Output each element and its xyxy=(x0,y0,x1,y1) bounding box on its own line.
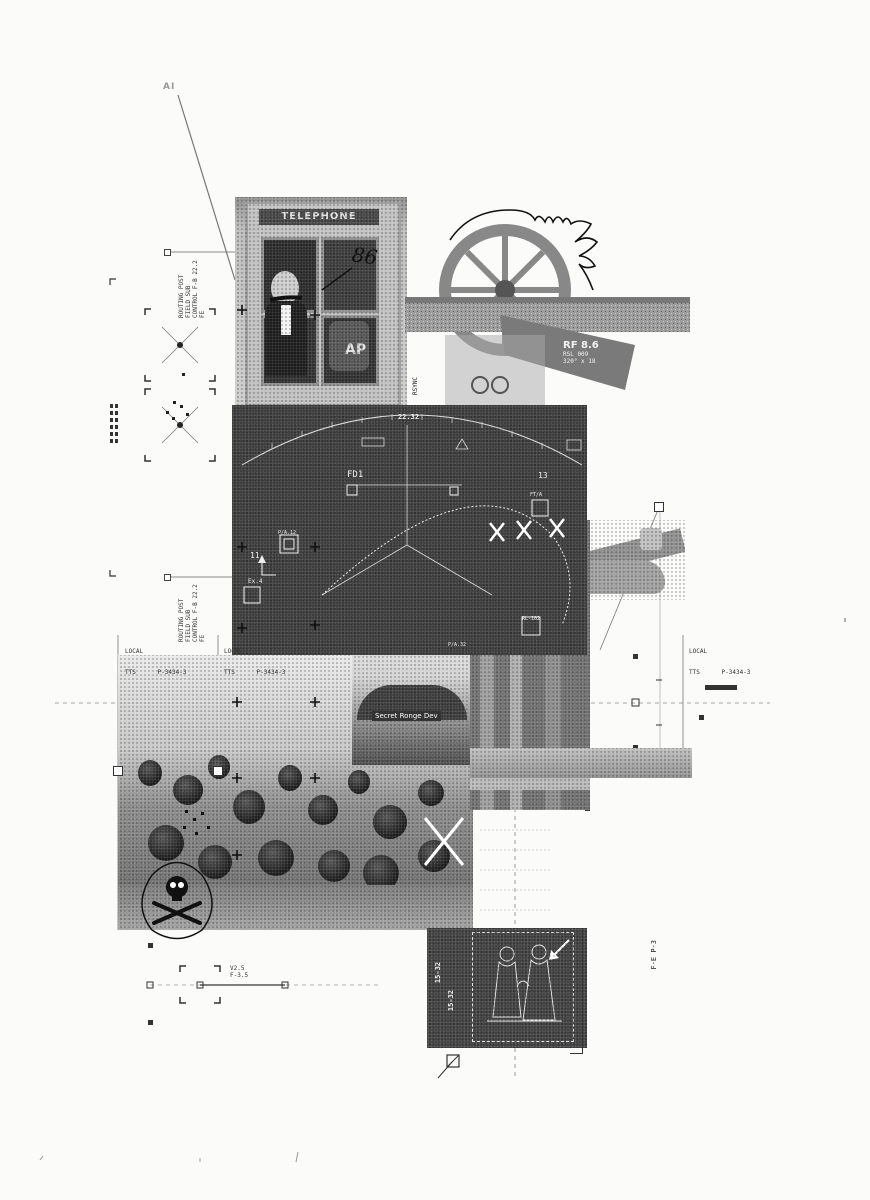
hud-top-number: 22.32 xyxy=(398,413,420,421)
statue-arrow-icon xyxy=(549,939,570,960)
hud-lock-label: RL-102 xyxy=(522,616,541,622)
hud-right-readout: P/A.32 xyxy=(448,642,467,648)
rf-line1: RSL 009 xyxy=(563,351,589,358)
dashed-grid xyxy=(480,829,550,911)
local-label-2-line1: LOCAL xyxy=(224,648,243,655)
arm-square-marker xyxy=(654,502,664,512)
booth-scribbles xyxy=(269,267,353,302)
leader-dot-b xyxy=(164,574,171,581)
local-label-3: LOCAL TTS P-3434-3 xyxy=(689,634,750,683)
local-label-3-line1: LOCAL xyxy=(689,648,708,655)
hud-right-number: 13 xyxy=(538,471,548,480)
frame-marker-left xyxy=(113,766,123,776)
telephone-sign: TELEPHONE xyxy=(259,209,379,225)
statue-frame-bracket xyxy=(570,928,583,1054)
skull-crossbones-icon xyxy=(141,861,213,940)
wheel-machine-illustration xyxy=(405,209,690,425)
local-label-2-line2: TTS P-3434-3 xyxy=(224,669,286,676)
statue-photo-frame xyxy=(427,928,587,1048)
hud-arrow-label: 11 xyxy=(250,551,260,560)
scale-label-1: V2.5 xyxy=(230,965,245,972)
scale-label-2: F-3.5 xyxy=(230,972,249,979)
hud-target-1: P/A.12 xyxy=(278,530,297,536)
rf-line2: 320° x 18 xyxy=(563,358,596,365)
frame-marker-mid xyxy=(213,766,223,776)
statue-side-label-1: 15-32 xyxy=(434,962,442,984)
hud-target-2: Ex.4 xyxy=(248,578,263,585)
banner-caption: Secret Ronge Dev xyxy=(372,711,441,721)
statue-side-label-2: 15-32 xyxy=(447,990,455,1012)
statue-figures xyxy=(487,944,562,1022)
local-label-1-line2: TTS P-3434-3 xyxy=(125,669,187,676)
side-mark: F-E P-3 xyxy=(650,940,658,970)
rf-readout: RF 8.6 RSL 009 320° x 18 xyxy=(563,340,599,365)
x-mark xyxy=(423,817,465,866)
local-label-3-line2: TTS P-3434-3 xyxy=(689,669,751,676)
crosshair-targets xyxy=(144,308,216,462)
leader-dot-a xyxy=(164,249,171,256)
ai-mark: AI xyxy=(163,82,176,92)
hud-overlay xyxy=(241,414,583,636)
hud-target-3: FT/A xyxy=(530,492,543,498)
rf-main: RF 8.6 xyxy=(563,340,599,351)
hud-fd-label: FD1 xyxy=(347,470,364,480)
local-label-1: LOCAL TTS P-3434-3 xyxy=(125,634,186,683)
local-label-1-line1: LOCAL xyxy=(125,648,144,655)
dot-cluster xyxy=(183,810,210,835)
local-label-2: LOCAL TTS P-3434-3 xyxy=(224,634,285,683)
